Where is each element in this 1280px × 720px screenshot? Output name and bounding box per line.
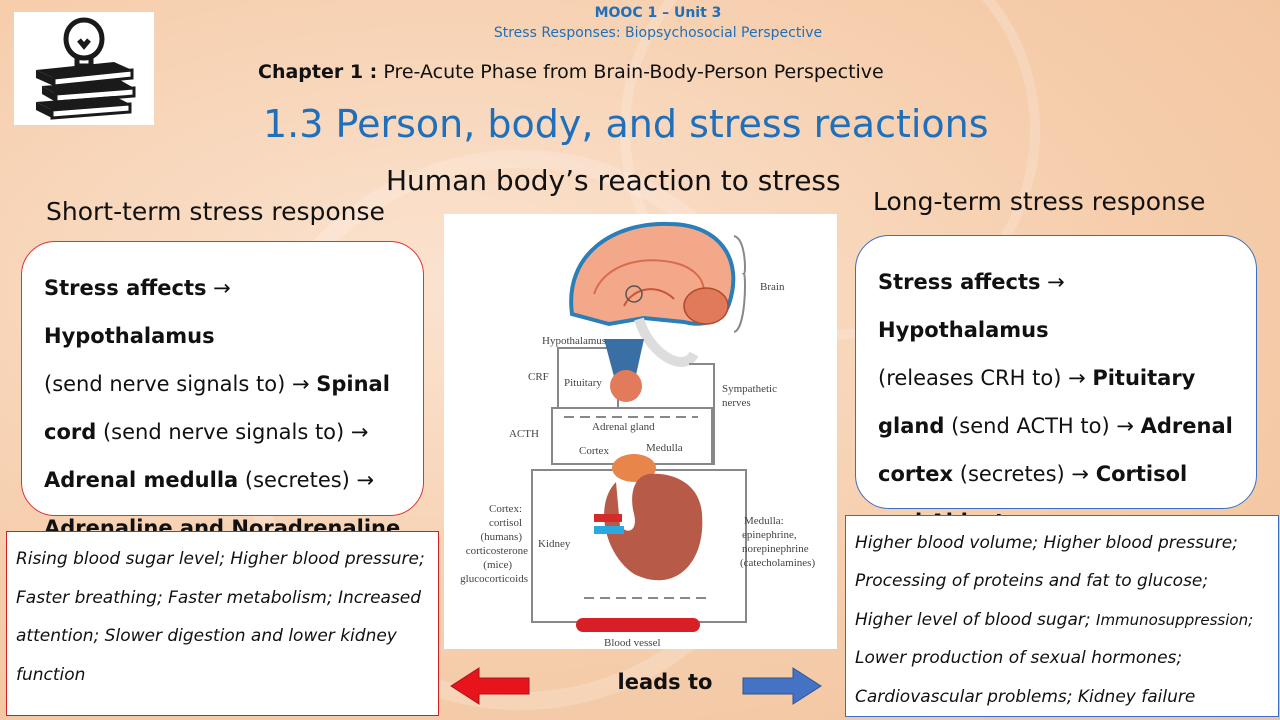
label-cortex-out-4: corticosterone [466, 545, 528, 557]
right-arrow-icon [742, 667, 822, 705]
pathway-text: (send ACTH to) [951, 414, 1110, 438]
label-medulla: Medulla [646, 442, 683, 454]
effect-line: attention; Slower digestion and lower ki… [16, 626, 397, 646]
stress-axis-diagram: Brain Hypothalamus CRF Pituitary Sympath… [444, 214, 837, 649]
short-term-pathway: Stress affects → Hypothalamus (send nerv… [21, 241, 424, 540]
arrow-glyph: → [1040, 270, 1065, 294]
pathway-text: Adrenal cortex [878, 414, 1233, 486]
pathway-text: Adrenal medulla [44, 468, 239, 492]
arrow-glyph: → [1064, 462, 1096, 486]
effect-line: Higher blood volume; Higher blood pressu… [855, 533, 1238, 553]
effect-line: Rising blood sugar level; Higher blood p… [16, 549, 425, 569]
arrow-glyph: → [206, 276, 231, 300]
books-lightbulb-icon [36, 17, 136, 120]
mooc-title: MOOC 1 – Unit 3 [594, 5, 722, 21]
effect-text: Immunosuppression; [1096, 610, 1254, 629]
section-title: 1.3 Person, body, and stress reactions [263, 102, 989, 146]
label-medulla-out-4: (catecholamines) [740, 557, 815, 569]
label-crf: CRF [528, 371, 549, 383]
label-nerves: nerves [722, 397, 751, 409]
arrow-glyph: → [344, 420, 369, 444]
label-pituitary: Pituitary [564, 377, 602, 389]
pathway-text: (send nerve signals to) [102, 420, 345, 444]
pathway-text: (secretes) [244, 468, 350, 492]
long-term-heading: Long-term stress response [873, 187, 1206, 216]
arrow-glyph: → [1109, 414, 1141, 438]
label-cortex-out-3: (humans) [480, 531, 522, 543]
long-term-effects: Higher blood volume; Higher blood pressu… [845, 515, 1279, 717]
pathway-text: (send nerve signals to) [44, 372, 286, 396]
effect-line: function [16, 664, 86, 685]
effect-line: Lower production of sexual hormones; [855, 648, 1183, 669]
chapter-title: Pre-Acute Phase from Brain-Body-Person P… [383, 61, 884, 83]
course-subtitle: Stress Responses: Biopsychosocial Perspe… [493, 25, 823, 41]
long-term-pathway: Stress affects → Hypothalamus (releases … [855, 235, 1257, 534]
short-term-heading: Short-term stress response [46, 197, 385, 226]
left-arrow-icon [450, 667, 530, 705]
label-medulla-out-1: Medulla: [744, 515, 784, 527]
label-kidney: Kidney [538, 538, 571, 550]
label-cortex: Cortex [579, 445, 609, 457]
effect-line: Faster breathing; Faster metabolism; Inc… [16, 587, 422, 608]
effect-line: Cardiovascular problems; Kidney failure [855, 686, 1196, 707]
pathway-text: Stress affects [878, 270, 1041, 294]
pathway-text: Pituitary gland [878, 366, 1196, 438]
leads-to-label: leads to [617, 670, 713, 694]
effect-text: Higher level of blood sugar; [855, 609, 1091, 630]
label-cortex-out-5: (mice) [483, 559, 512, 571]
label-hypothalamus: Hypothalamus [542, 335, 606, 347]
pathway-text: Hypothalamus [44, 324, 215, 348]
label-adrenal-gland: Adrenal gland [592, 421, 655, 433]
pathway-text: Spinal cord [44, 372, 390, 444]
slide-subtitle: Human body’s reaction to stress [386, 164, 841, 197]
pathway-text: (releases CRH to) [878, 366, 1062, 390]
label-acth: ACTH [509, 428, 539, 440]
logo [14, 12, 154, 125]
label-medulla-out-2: epinephrine, [742, 529, 797, 541]
label-cortex-out-1: Cortex: [489, 503, 522, 515]
arrow-glyph: → [1061, 366, 1093, 390]
effect-line: Processing of proteins and fat to glucos… [855, 571, 1209, 592]
chapter-label: Chapter 1 : [258, 61, 378, 83]
short-term-effects: Rising blood sugar level; Higher blood p… [6, 531, 439, 716]
chapter-heading: Chapter 1 : Pre-Acute Phase from Brain-B… [258, 61, 884, 83]
label-brain: Brain [760, 281, 785, 293]
pathway-text: Stress affects [44, 276, 207, 300]
arrow-glyph: → [349, 468, 375, 492]
pathway-text: Hypothalamus [878, 318, 1049, 342]
arrow-glyph: → [285, 372, 317, 396]
label-sympathetic: Sympathetic [722, 383, 777, 395]
label-cortex-out-6: glucocorticoids [460, 573, 528, 585]
label-medulla-out-3: norepinephrine [742, 543, 809, 555]
label-blood-vessel: Blood vessel [604, 637, 661, 649]
pathway-text: (secretes) [959, 462, 1065, 486]
label-cortex-out-2: cortisol [489, 517, 522, 529]
effect-line: Higher level of blood sugar; Immunosuppr… [855, 601, 1269, 639]
